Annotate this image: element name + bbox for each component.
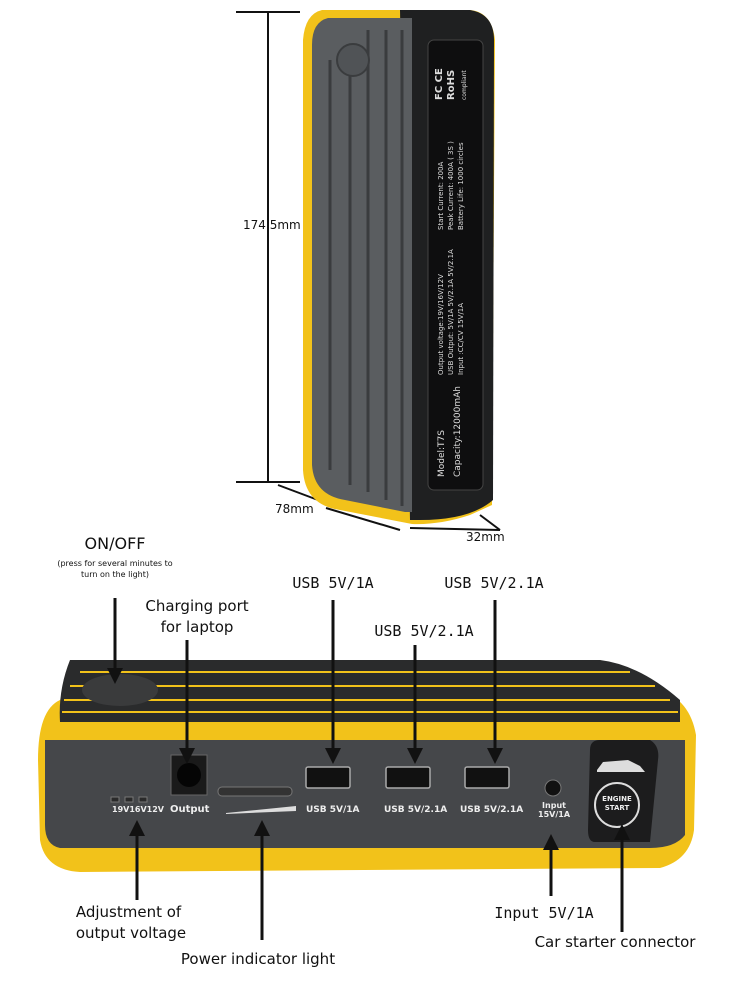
height-dimension: 174.5mm [243, 218, 301, 232]
callout-on-off: ON/OFF [84, 534, 146, 553]
callout-power-indicator: Power indicator light [180, 950, 336, 968]
spec-line: USB Output: 5V/1A 5V/2.1A 5V/2.1A [447, 249, 455, 375]
dimension-lines [236, 11, 501, 531]
callout-car-starter: Car starter connector [534, 933, 696, 951]
usb3-label: USB 5V/2.1A [460, 805, 524, 815]
capacity-text: Capacity:12000mAh [453, 386, 463, 477]
rohs-mark: RoHS [446, 69, 457, 100]
device-front-view [38, 660, 696, 872]
output-label: Output [170, 804, 210, 815]
width-dimension: 78mm [275, 502, 314, 516]
spec-line: Peak Current: 400A ( 3S ) [447, 141, 455, 230]
fcc-mark: FC [434, 85, 445, 100]
ce-mark: CE [434, 68, 445, 83]
spec-line: Input :CC/CV 15V/1A [457, 302, 465, 375]
callout-arrows [107, 598, 630, 940]
usb1-label: USB 5V/1A [306, 805, 360, 815]
callout-input: Input 5V/1A [494, 904, 594, 922]
depth-dimension: 32mm [466, 530, 505, 544]
spec-line: Start Current: 200A [437, 161, 445, 230]
voltage-labels: 19V16V12V [112, 805, 164, 814]
device-side-view [303, 10, 495, 525]
callout-usb-21a-right: USB 5V/2.1A [444, 574, 544, 592]
usb2-label: USB 5V/2.1A [384, 805, 448, 815]
device-spec-label: Model:T7S Capacity:12000mAh Output volta… [430, 45, 480, 485]
rohs-compliant: compliant [461, 70, 468, 100]
callout-usb-1a: USB 5V/1A [292, 574, 374, 592]
model-text: Model:T7S [437, 430, 447, 477]
callout-usb-21a-middle: USB 5V/2.1A [374, 622, 474, 640]
spec-line: Output voltage:19V/16V/12V [437, 274, 445, 375]
spec-line: Battery Life: 1000 circles [457, 142, 465, 230]
